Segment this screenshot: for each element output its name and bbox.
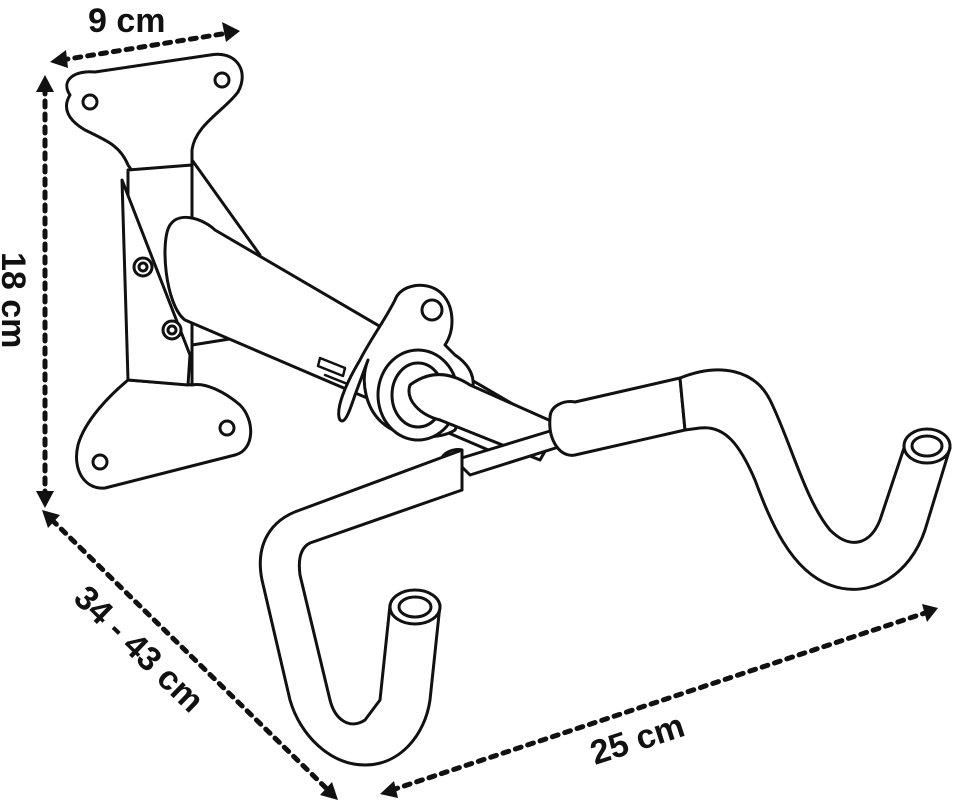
dimension-hook-width: 25 cm	[380, 604, 938, 798]
adjust-slot	[316, 356, 347, 378]
foam-grip-right	[548, 376, 687, 457]
arrow-depth-end	[320, 782, 338, 800]
mounting-hole-bottom-left	[91, 453, 109, 471]
label-height: 18 cm	[0, 252, 32, 348]
label-top-width: 9 cm	[88, 2, 166, 40]
mounting-hole-top-right	[213, 71, 231, 89]
right-hook	[678, 368, 952, 591]
arrow-hook-start	[380, 781, 398, 798]
mounting-hole-bottom-right	[218, 419, 236, 437]
dimension-top-width: 9 cm	[50, 2, 240, 68]
label-depth: 34 - 43 cm	[66, 578, 211, 720]
mounting-hole-top-left	[81, 93, 99, 111]
arrow-hook-end	[922, 604, 938, 622]
arrow-down	[36, 491, 54, 508]
arrow-depth-start	[42, 510, 60, 528]
lever-pivot	[420, 298, 444, 322]
arrow-left	[50, 50, 68, 68]
arrow-right	[222, 22, 240, 42]
left-hook	[258, 448, 464, 767]
arrow-up	[36, 75, 54, 92]
label-hook-width: 25 cm	[586, 707, 689, 773]
dimension-height: 18 cm	[0, 75, 54, 508]
